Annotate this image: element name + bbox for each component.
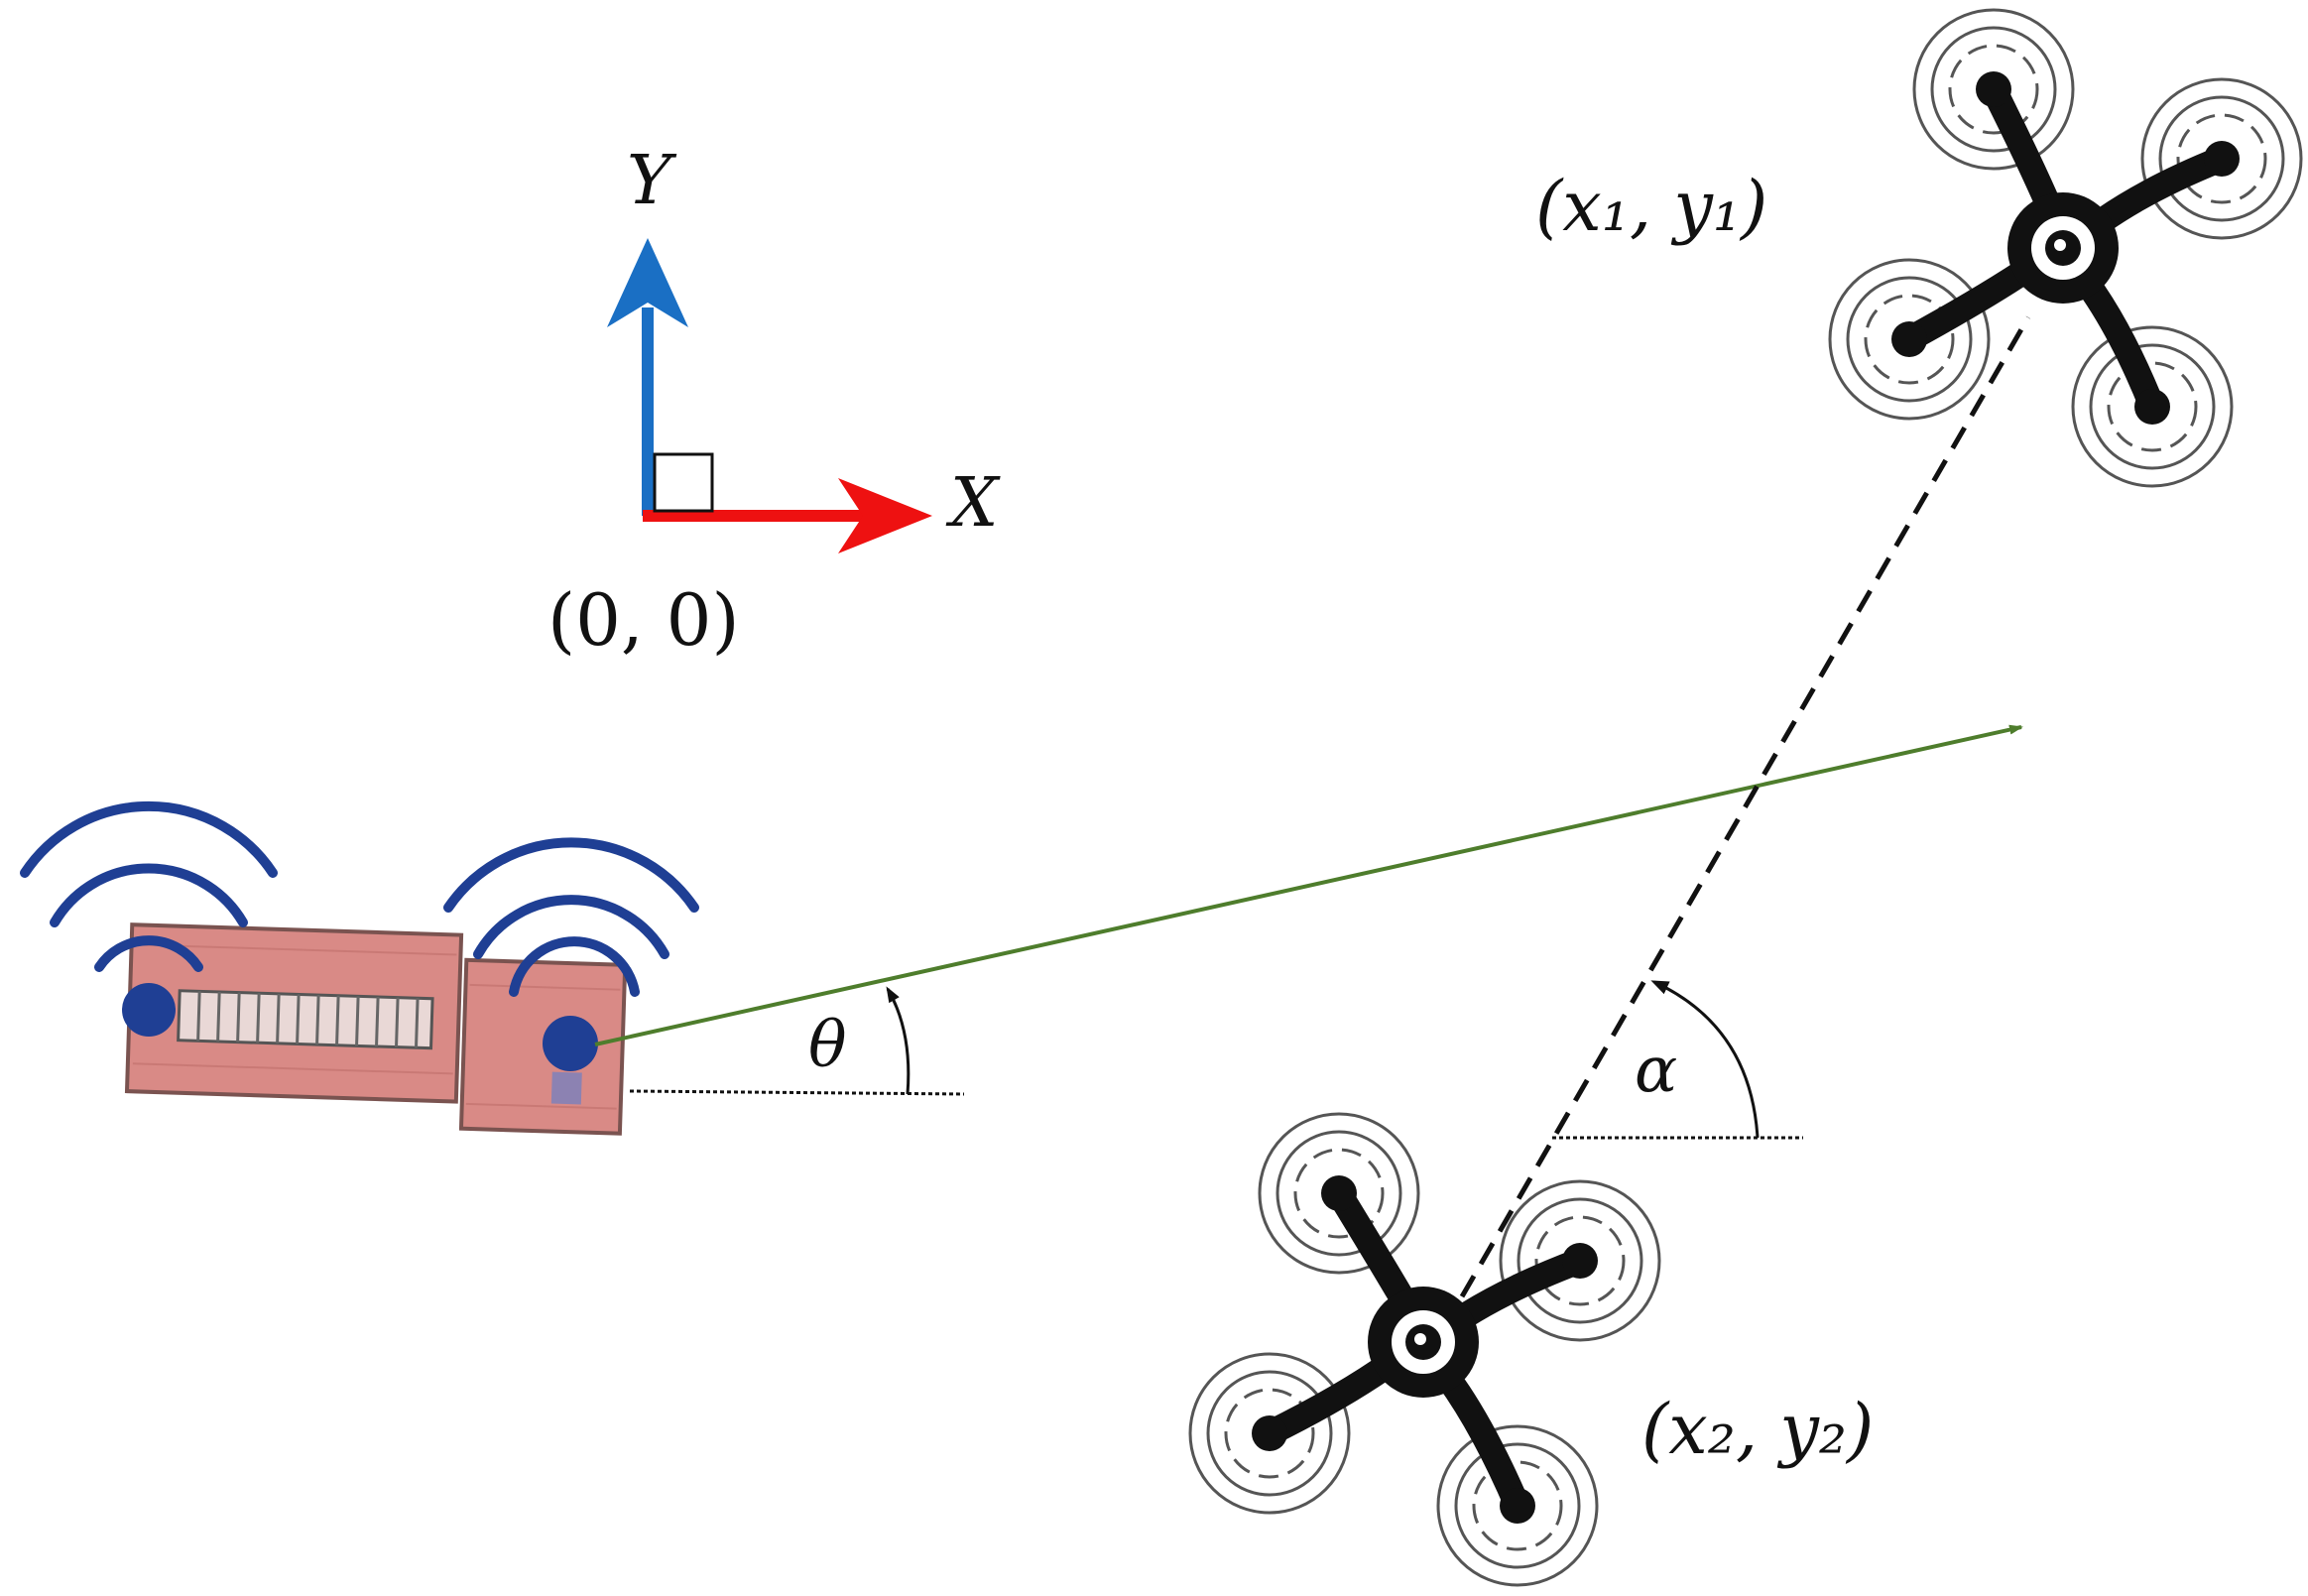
alpha-label: α <box>1635 1034 1677 1107</box>
drone1-coordinate-label: (x₁, y₁) <box>1535 166 1767 247</box>
alpha-arc <box>1650 980 1760 1139</box>
drone-baseline <box>1440 315 2031 1331</box>
theta-label: θ <box>808 1009 847 1082</box>
y-axis-arrowhead <box>607 238 688 327</box>
antenna-element-2 <box>543 1016 598 1071</box>
heading-direction-arrow <box>594 724 2023 1046</box>
coordinate-frame: Y X (0, 0) <box>547 142 1001 662</box>
wireless-signal-icon-2 <box>443 837 699 997</box>
theta-reference-line <box>629 1089 965 1096</box>
quadcopter-icon-2 <box>1188 1112 1661 1587</box>
right-angle-marker <box>653 452 714 513</box>
x-axis-arrowhead <box>838 478 932 553</box>
quadcopter-icon <box>1828 8 2303 488</box>
drone2-coordinate-label: (x₂, y₂) <box>1641 1389 1874 1470</box>
x-axis-label: X <box>945 464 1001 543</box>
antenna-element-1 <box>122 983 176 1037</box>
antenna-array-icon <box>122 922 628 1136</box>
y-axis-label: Y <box>627 142 677 220</box>
origin-label: (0, 0) <box>547 578 740 662</box>
theta-arc <box>886 986 911 1095</box>
wireless-signal-icon <box>20 801 278 972</box>
